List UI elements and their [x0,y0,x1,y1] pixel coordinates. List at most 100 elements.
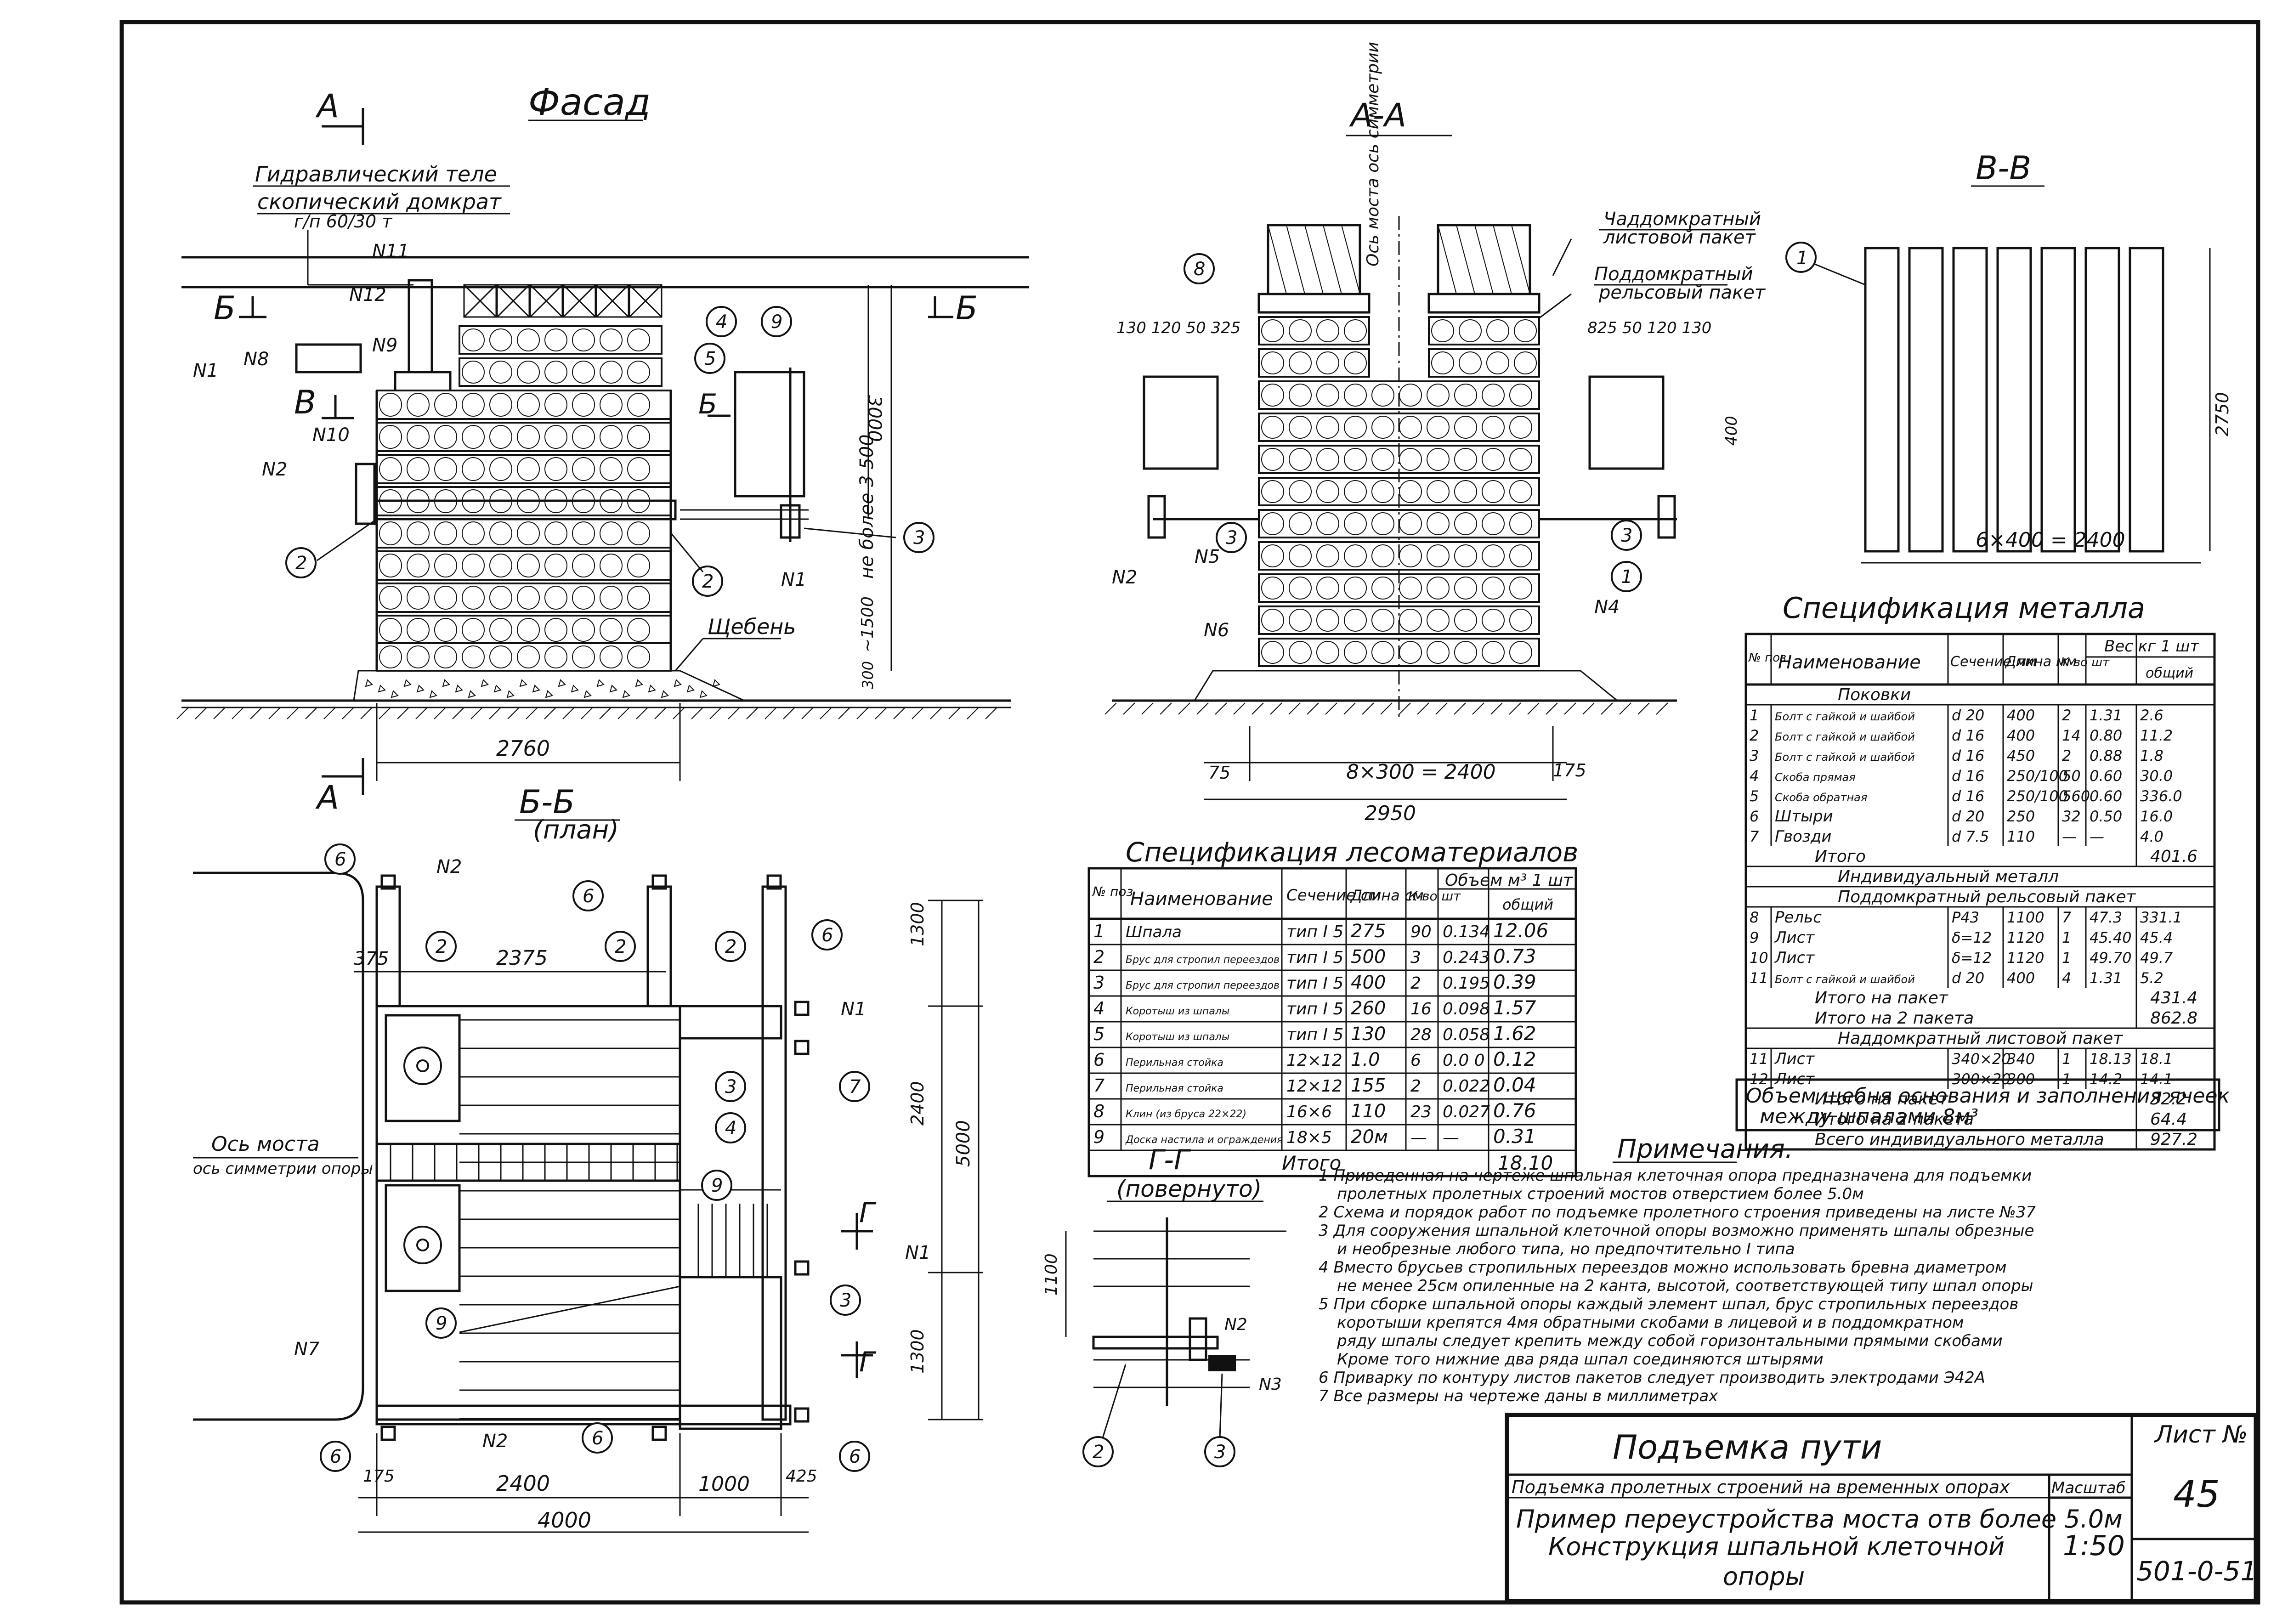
metal-cell: 4 [2062,969,2071,987]
metal-cell: 6 [1750,808,1759,825]
section-aa-label-mid2: рельсовый пакет [1598,282,1766,303]
section-bb-dim-1300b: 1300 [907,1329,928,1374]
svg-text:7: 7 [849,1076,861,1098]
metal-cell: 9 [1750,929,1759,946]
metal-cell: Рельс [1775,908,1822,927]
rail-bar [1952,247,1988,553]
gravel-note-line1: Объем щебня основания и заполнения ячеек [1746,1084,2230,1108]
metal-cell: Болт с гайкой и шайбой [1775,730,1915,743]
wood-cell: 0.04 [1493,1074,1536,1096]
note-line: коротыши крепятся 4мя обратными скобами … [1337,1313,1964,1332]
svg-text:3: 3 [725,1076,736,1098]
section-bb-mark-n1b: N1 [905,1242,930,1263]
section-gg-title: Г-Г [1149,1144,1191,1176]
metal-cell: 250 [2007,808,2035,825]
metal-cell: d 16 [1952,747,1984,764]
note-line: 5 При сборке шпальной опоры каждый элеме… [1319,1295,2018,1313]
wood-cell: 1.0 [1351,1049,1380,1070]
facade-mark-n8: N8 [244,349,269,370]
metal-cell: 4.0 [2140,828,2163,845]
section-aa-dim-75: 75 [1208,763,1230,783]
wood-header: К-во шт [1408,888,1461,904]
svg-text:6: 6 [330,1446,341,1467]
wood-cell: Шпала [1126,923,1182,941]
metal-cell: 1 [2062,949,2071,967]
metal-cell: 2.6 [2140,707,2163,724]
wood-cell: 2 [1410,974,1421,993]
metal-cell: 1.31 [2090,969,2122,987]
sleeper [376,550,672,581]
metal-header: Наименование [1778,652,1921,673]
metal-header: Вес кг 1 шт [2104,637,2200,656]
metal-cell: Гвозди [1775,827,1831,846]
section-bb-section-g-bottom: Г [859,1346,877,1378]
metal-cell: 5 [1750,787,1759,805]
metal-cell: 14 [2062,727,2081,744]
aa-callout-3: 3 [1611,520,1642,551]
section-bb-axis1: Ось моста [211,1132,320,1156]
section-bb-dim-2400: 2400 [496,1471,550,1496]
metal-cell: 340×20 [1952,1050,2011,1068]
section-vv-dim-h: 2750 [2212,392,2232,436]
metal-cell: Лист [1774,1050,1815,1068]
section-bb-dim-2400v: 2400 [907,1081,928,1126]
gg-callout-3: 3 [1204,1436,1235,1467]
bb-callout-2c: 2 [715,931,746,962]
sleeper [1258,316,1370,345]
note-line: ряду шпалы следует крепить между собой г… [1337,1332,2003,1350]
wood-cell: 0.31 [1493,1125,1536,1148]
metal-cell: d 20 [1952,969,1984,987]
title-desc1: Пример переустройства моста отв более 5.… [1516,1505,2123,1533]
wood-cell: — [1410,1128,1427,1147]
metal-cell: 2 [1750,727,1759,744]
section-aa-view: А-А Чаддомкратный листовой пакет Поддомк… [1104,42,1766,825]
wood-cell: 0.134 [1443,922,1490,941]
facade-gravel-label: Щебень [708,614,796,639]
metal-cell: d 16 [1952,727,1984,744]
bb-callout-4: 4 [715,1112,746,1143]
metal-cell: Болт с гайкой и шайбой [1775,710,1915,723]
facade-dim-3000: 3000 [864,395,885,442]
aa-callout-3b: 3 [1216,522,1247,553]
wood-cell: 0.058 [1443,1025,1490,1044]
svg-text:6: 6 [821,925,833,946]
section-aa-mark-n2: N2 [1112,567,1137,588]
bb-callout-6f: 6 [839,1441,870,1472]
wood-cell: 0.098 [1443,1000,1490,1019]
metal-subtotal-label: Всего индивидуального металла [1815,1130,2104,1149]
metal-cell: 250/100 [2007,767,2068,785]
metal-subtotal-label: Итого на 2 пакета [1815,1009,1974,1028]
note-line: 7 Все размеры на чертеже даны в миллимет… [1319,1387,1718,1405]
metal-cell: 400 [2007,707,2035,724]
section-gg-mark-n3: N3 [1259,1375,1282,1394]
note-line: 6 Приварку по контуру листов пакетов сле… [1319,1369,1985,1387]
wood-cell: 18×5 [1286,1128,1332,1147]
wood-total-label: Итого [1282,1152,1341,1174]
wood-cell: 7 [1093,1075,1104,1096]
title-sheet-no: 45 [2173,1473,2220,1516]
metal-cell: 11.2 [2140,727,2173,744]
svg-text:2: 2 [702,571,714,592]
metal-cell: 0.80 [2090,727,2122,744]
svg-text:6: 6 [583,886,594,907]
wood-cell: 12×12 [1286,1051,1342,1070]
metal-subtotal: 32.2 [2150,1090,2187,1109]
wood-cell: тип I 5 [1286,1025,1343,1044]
svg-text:3: 3 [1621,525,1632,546]
bb-callout-6b: 6 [572,880,604,911]
svg-text:3: 3 [1226,527,1237,549]
top-brace-block [463,284,663,318]
svg-text:2: 2 [1093,1442,1104,1463]
sleeper [1428,316,1540,345]
metal-cell: 1.31 [2090,707,2122,724]
svg-text:6: 6 [334,849,346,870]
section-bb-dim-1000: 1000 [698,1472,750,1496]
metal-cell: 32 [2062,808,2081,825]
note-line: 4 Вместо брусьев стропильных переездов м… [1319,1258,2007,1277]
rail-bar [1996,247,2032,553]
